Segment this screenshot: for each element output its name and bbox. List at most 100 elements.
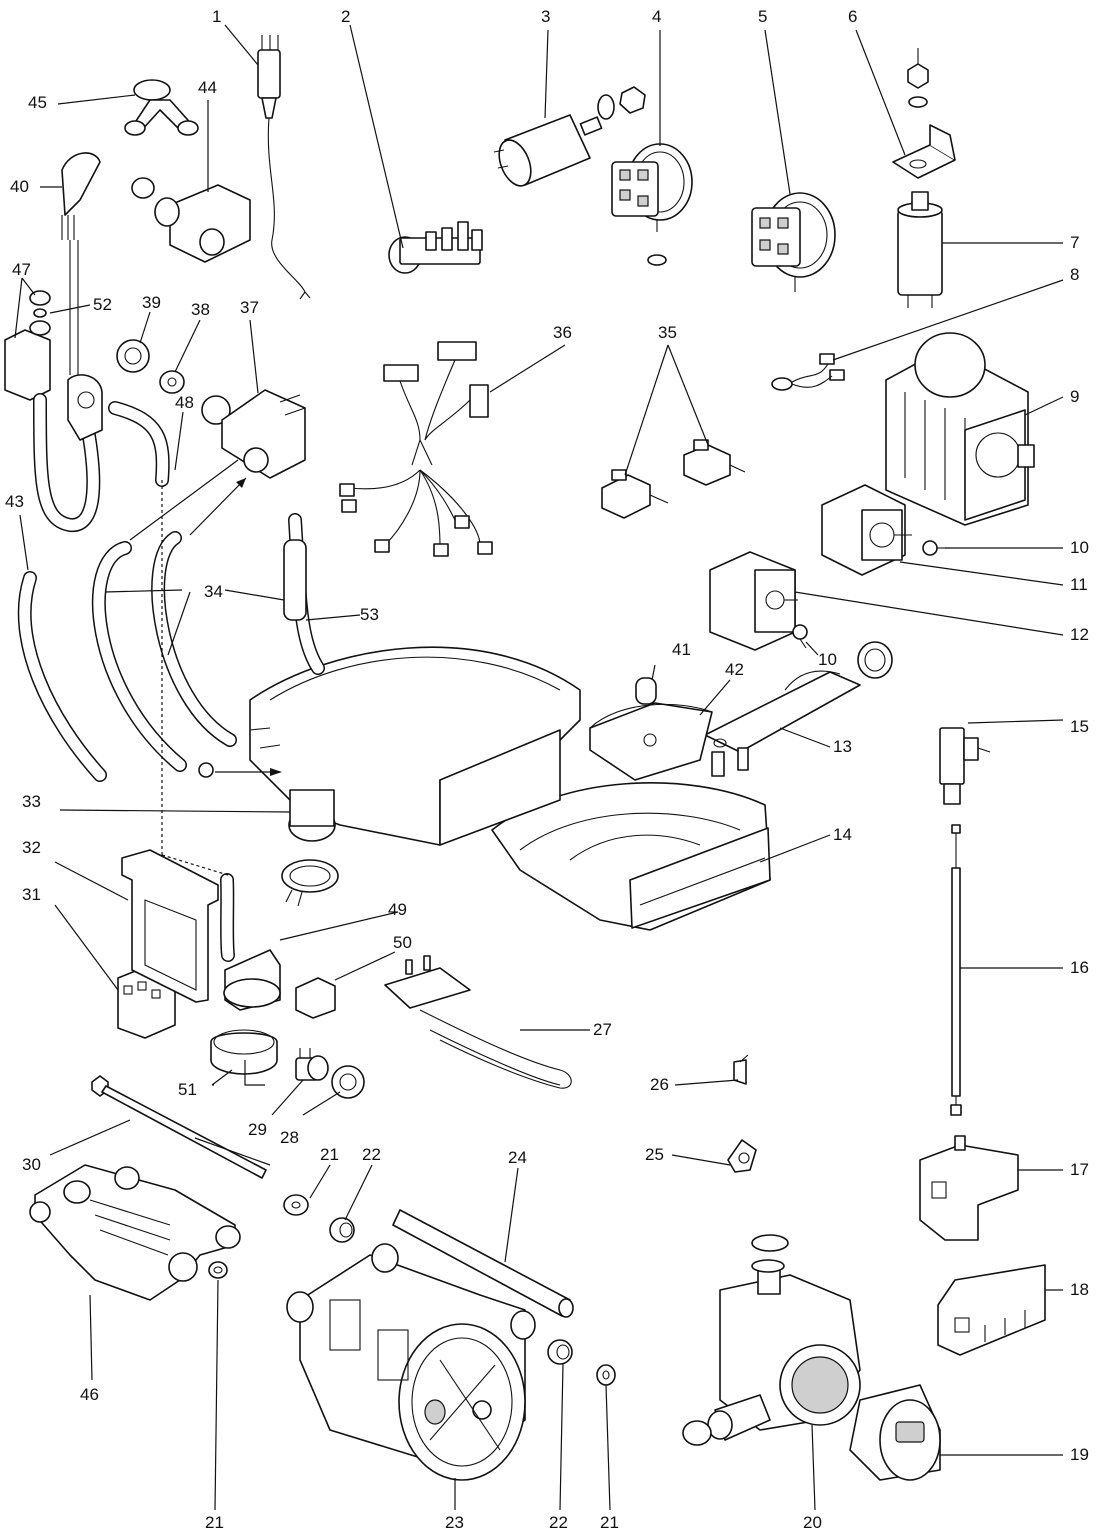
callout-33: 33 [22,792,41,811]
part-y-connector [124,79,199,136]
callout-49: 49 [388,900,407,919]
part-pressure-switch-a [611,143,693,266]
callout-43: 43 [5,492,24,511]
part-suppressor [897,191,943,308]
part-pressure-switch-b [751,192,836,292]
callout-30: 30 [22,1155,41,1174]
callout-21c: 21 [600,1513,619,1532]
callout-27: 27 [593,1020,612,1039]
callout-38: 38 [191,300,210,319]
part-tube [392,1209,574,1318]
part-control-module [709,551,798,651]
part-detergent-drawer [491,782,771,931]
callout-10b: 10 [818,650,837,669]
callout-40: 40 [10,177,29,196]
part-drawer-insert [589,702,713,781]
callout-42: 42 [725,660,744,679]
callout-50: 50 [393,933,412,952]
callout-37: 37 [240,298,259,317]
callout-5: 5 [758,7,767,26]
part-power-cord [257,35,311,300]
callout-19: 19 [1070,1445,1089,1464]
callout-9: 9 [1070,387,1079,406]
callout-3: 3 [541,7,550,26]
callout-48: 48 [175,393,194,412]
callout-39: 39 [142,293,161,312]
callout-11: 11 [1070,575,1088,594]
part-door-lock [919,1135,1019,1241]
part-inlet-valve-37 [201,389,306,479]
part-thermostat [295,1048,329,1081]
part-cap [635,677,657,705]
part-rod [950,824,962,1116]
callout-46: 46 [80,1385,99,1404]
part-hose-clamp [281,859,339,907]
callout-22a: 22 [362,1145,381,1164]
part-door-lever [704,670,861,777]
callout-41: 41 [672,640,691,659]
part-filter-frame [121,849,219,1003]
callout-17: 17 [1070,1160,1089,1179]
callout-21b: 21 [205,1513,224,1532]
callout-6: 6 [848,7,857,26]
part-relay-50 [295,977,336,1019]
callout-4: 4 [652,7,661,26]
part-capacitor [493,86,646,187]
callout-32: 32 [22,838,41,857]
part-clamp-49 [223,949,281,1011]
part-switches-35 [601,439,746,519]
part-screw-b [792,624,808,649]
part-suppressor-bracket [892,48,956,179]
callout-26: 26 [650,1075,669,1094]
callout-35: 35 [658,323,677,342]
callout-52: 52 [93,295,112,314]
part-clip-b [733,1054,749,1085]
callout-8: 8 [1070,265,1079,284]
callout-25: 25 [645,1145,664,1164]
part-grommet-39 [116,339,150,373]
callout-36: 36 [553,323,572,342]
part-washer-38 [159,370,185,394]
part-bushing-a [329,1217,355,1243]
part-grommet [331,1065,365,1099]
part-motor-mount [29,1164,241,1301]
callout-20: 20 [803,1513,822,1532]
part-motor [286,1243,536,1481]
leader-lines [14,24,1064,1511]
part-dispenser-housing [198,646,581,846]
part-drain-pump [682,1234,861,1446]
callout-21a: 21 [320,1145,339,1164]
callout-45: 45 [28,93,47,112]
callout-29: 29 [248,1120,267,1139]
callout-47: 47 [12,260,31,279]
callout-7: 7 [1070,233,1079,252]
part-inlet-hose [4,152,103,532]
callout-1: 1 [212,7,221,26]
part-clip-a [727,1139,757,1173]
part-door-interlock [937,1264,1046,1356]
part-bushing-b [547,1339,573,1365]
part-knob [857,641,893,679]
part-terminal-block [388,221,483,274]
callout-15: 15 [1070,717,1089,736]
part-door-switch [939,727,991,805]
callout-14: 14 [833,825,852,844]
part-wiring-harness [339,341,493,557]
callout-31: 31 [22,885,41,904]
part-ring-51 [210,1029,278,1075]
part-timer [885,332,1035,526]
callout-labels: 1 2 3 4 5 6 7 8 9 10 10 11 12 13 14 15 1… [5,7,1089,1532]
callout-2: 2 [341,7,350,26]
part-sensor-wire [771,353,845,391]
part-heating-element [384,955,572,1089]
callout-28: 28 [280,1128,299,1147]
part-tie-rod [91,1075,267,1179]
part-inlet-valve-44 [131,177,251,263]
part-screw-a [922,540,950,556]
callout-23: 23 [445,1513,464,1532]
part-pump-filter [849,1384,941,1481]
callout-53: 53 [360,605,379,624]
callout-16: 16 [1070,958,1089,977]
